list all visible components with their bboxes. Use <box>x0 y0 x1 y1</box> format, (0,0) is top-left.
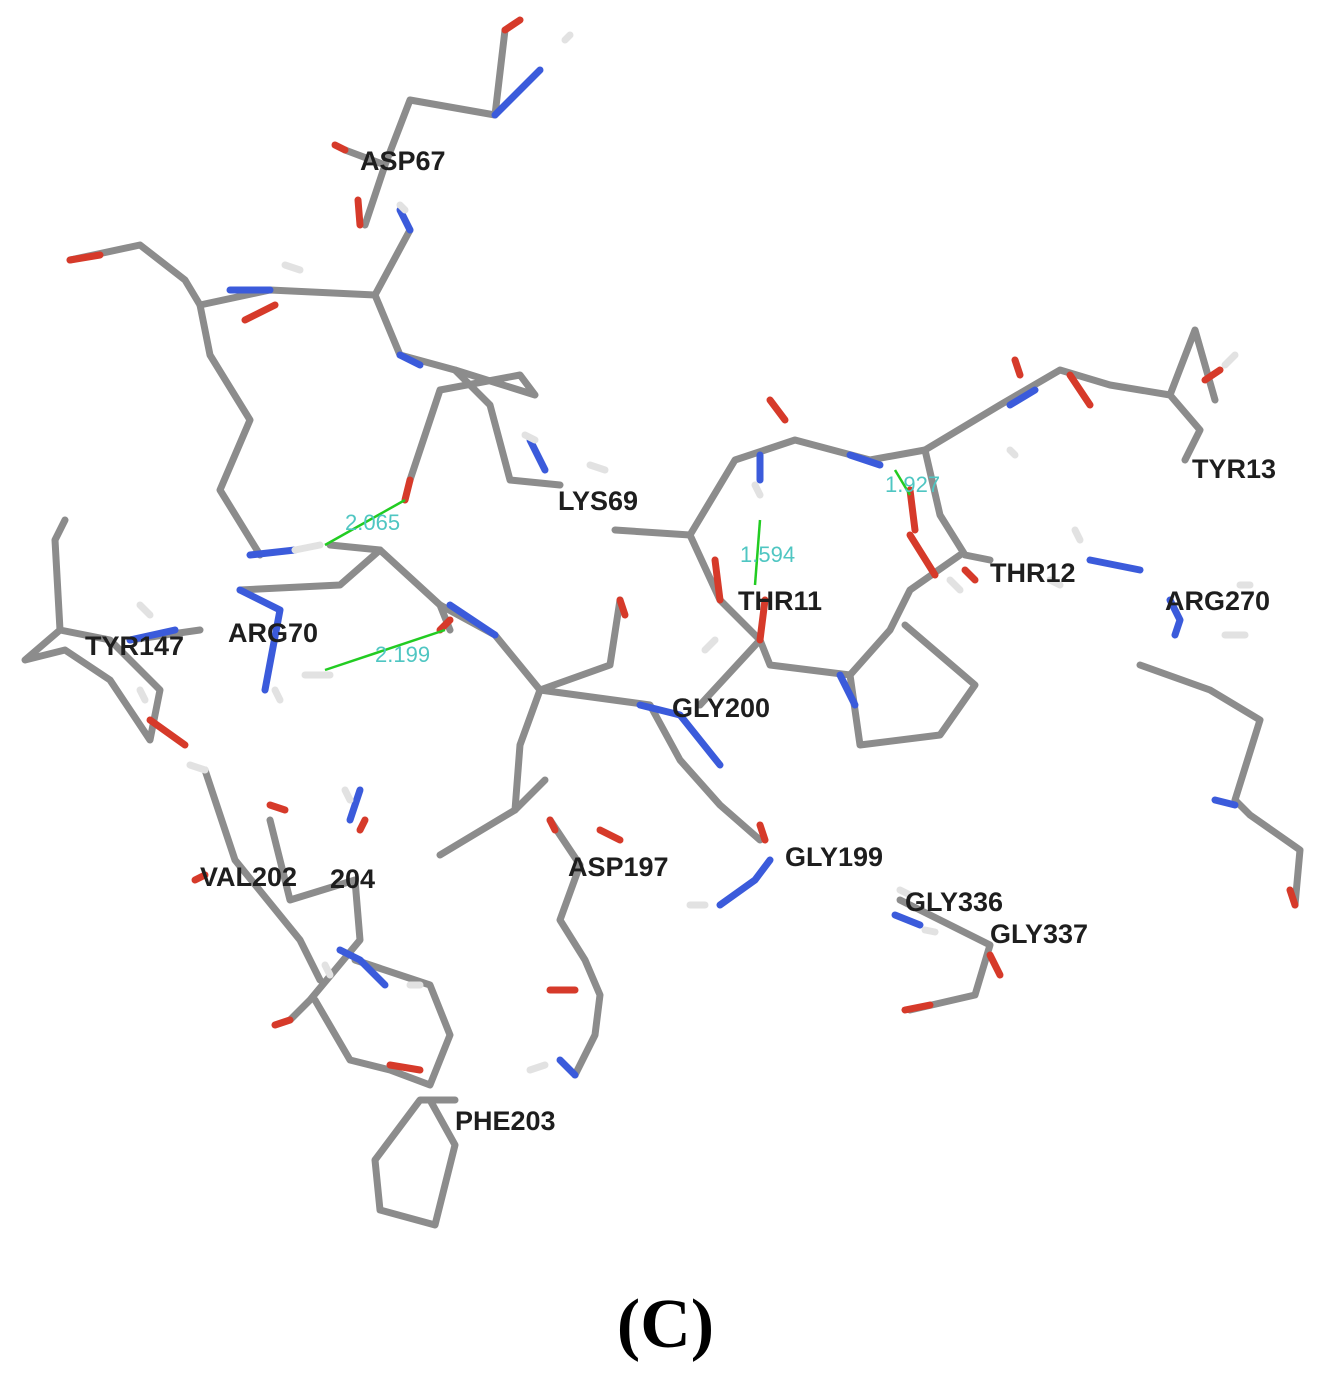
residue-label-phe203: PHE203 <box>455 1106 556 1136</box>
residue-label-gly337: GLY337 <box>990 919 1088 949</box>
hbond-line-4 <box>893 469 912 496</box>
residue-label-asp67: ASP67 <box>360 146 446 176</box>
hbond-line-3 <box>753 519 762 586</box>
residue-label-thr11: THR11 <box>738 586 822 616</box>
nitrogen-sticks <box>126 66 1239 1079</box>
hbond-distance-3: 1.594 <box>740 542 795 567</box>
carbon-sticks <box>21 26 1304 1229</box>
residue-label-gly336: GLY336 <box>905 887 1003 917</box>
residue-labels: ASP67 LYS69 ARG70 TYR147 THR11 THR12 TYR… <box>85 146 1276 1136</box>
residue-label-gly200: GLY200 <box>672 693 770 723</box>
hbond-labels: 2.065 2.199 1.594 1.927 <box>345 472 940 667</box>
hbond-line-2 <box>324 628 446 672</box>
residue-label-tyr13: TYR13 <box>1192 454 1276 484</box>
residue-label-arg270: ARG270 <box>1165 586 1270 616</box>
hbond-lines <box>324 469 912 672</box>
panel-caption: (C) <box>616 1286 715 1363</box>
residue-label-val202: VAL202 <box>200 862 297 892</box>
residue-label-tyr147: TYR147 <box>85 631 184 661</box>
residue-label-arg70: ARG70 <box>228 618 318 648</box>
residue-label-thr12: THR12 <box>990 558 1076 588</box>
hydrogen-sticks <box>136 31 1254 1074</box>
residue-label-gly199: GLY199 <box>785 842 883 872</box>
oxygen-sticks <box>66 16 1299 1074</box>
residue-label-lys69: LYS69 <box>558 486 638 516</box>
residue-label-204: 204 <box>330 864 375 894</box>
residue-label-asp197: ASP197 <box>568 852 669 882</box>
hbond-distance-4: 1.927 <box>885 472 940 497</box>
hbond-distance-2: 2.199 <box>375 642 430 667</box>
hbond-line-1 <box>324 498 406 547</box>
hbond-distance-1: 2.065 <box>345 510 400 535</box>
